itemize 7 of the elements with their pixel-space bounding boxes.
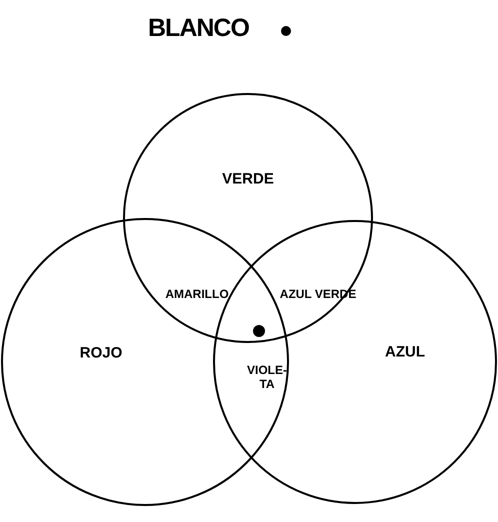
overlap-label: AMARILLO	[165, 287, 229, 301]
overlap-label: VIOLE-TA	[247, 363, 287, 391]
title: BLANCO	[148, 14, 249, 43]
circle-label: ROJO	[80, 344, 122, 362]
venn-circle	[123, 93, 373, 343]
circle-label: AZUL	[385, 344, 425, 360]
circle-label: VERDE	[222, 170, 274, 188]
